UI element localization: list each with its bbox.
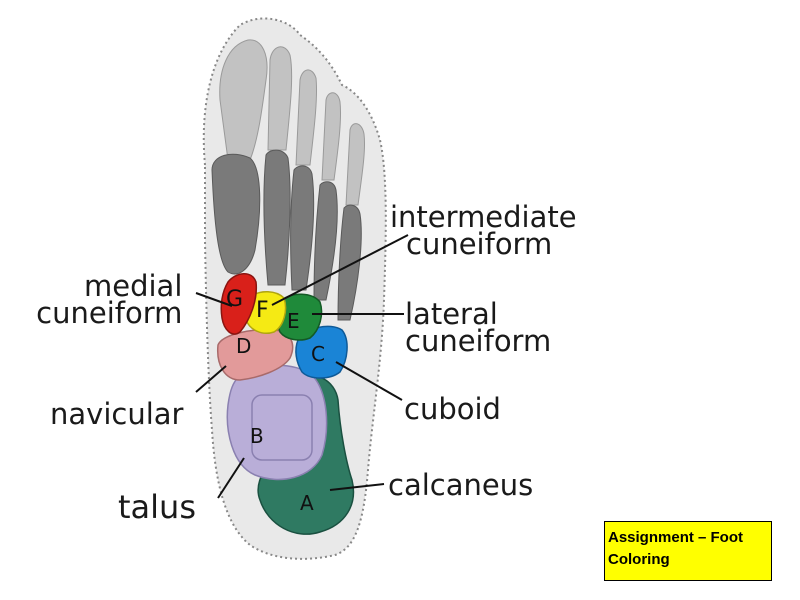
letter-a: A [300,493,314,513]
assignment-line1: Assignment – Foot [608,527,768,549]
label-intermediate-cuneiform: intermediate cuneiform [390,204,577,258]
assignment-line2: Coloring [608,549,768,571]
letter-d: D [236,336,251,356]
letter-c: C [311,344,325,364]
label-navicular: navicular [50,400,183,429]
label-talus: talus [118,491,196,523]
label-medial-cuneiform: medial cuneiform [36,273,182,327]
label-lateral-line2: cuneiform [405,328,551,355]
letter-f: F [256,300,269,322]
letter-b: B [250,426,264,446]
letter-g: G [226,289,243,311]
assignment-title-box: Assignment – Foot Coloring [604,521,772,581]
label-cuboid: cuboid [404,395,501,424]
label-medial-line2: cuneiform [36,300,182,327]
label-calcaneus: calcaneus [388,471,533,500]
label-lateral-cuneiform: lateral cuneiform [405,301,551,355]
letter-e: E [287,311,300,331]
label-intermediate-line2: cuneiform [390,231,577,258]
